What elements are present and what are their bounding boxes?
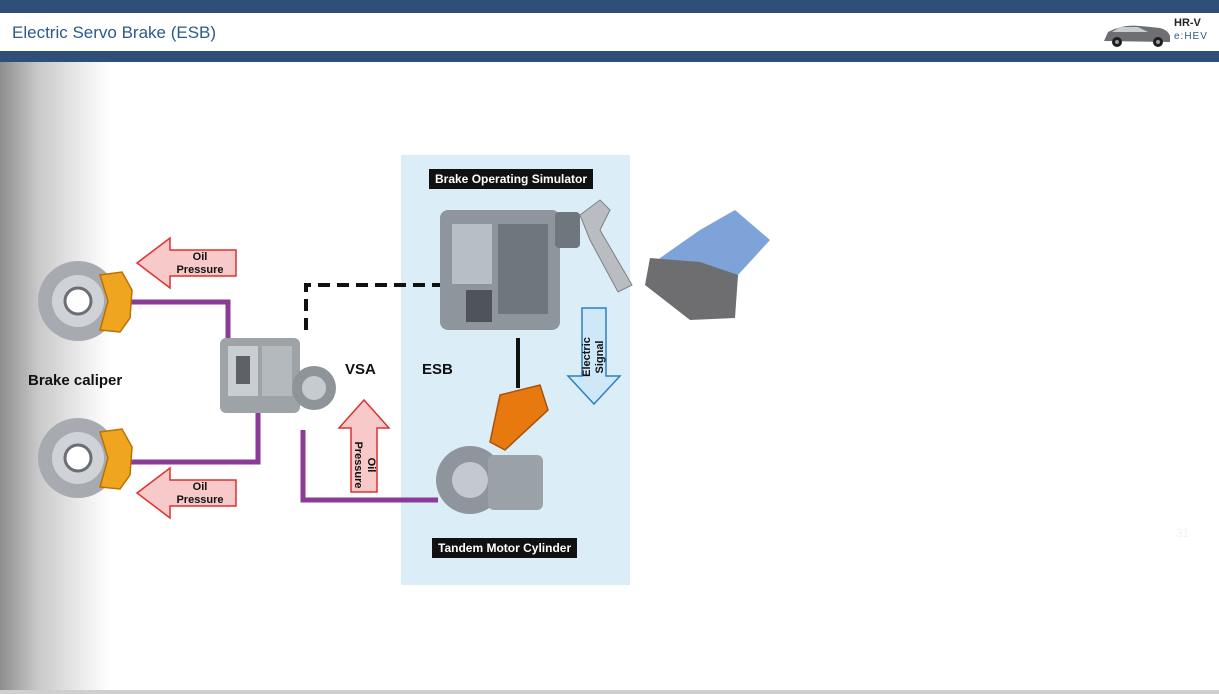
oil-pressure-bottom-text: Oil Pressure bbox=[176, 481, 224, 506]
oil-pressure-arrow-vertical bbox=[337, 398, 391, 493]
esb-label: ESB bbox=[422, 361, 453, 378]
slide-title: Electric Servo Brake (ESB) bbox=[12, 23, 217, 42]
foot-icon bbox=[645, 210, 770, 320]
brake-pedal-icon bbox=[579, 199, 633, 293]
brake-disc-top-icon bbox=[38, 261, 133, 341]
logo-model-text: HR-V bbox=[1174, 17, 1201, 29]
brake-disc-bottom-icon bbox=[38, 418, 133, 498]
oil-pressure-vertical-text: Oil Pressure bbox=[352, 441, 377, 489]
page-number: 31 bbox=[1176, 526, 1190, 540]
brake-operating-simulator-label: Brake Operating Simulator bbox=[429, 169, 594, 189]
oil-pressure-top-text: Oil Pressure bbox=[176, 251, 224, 276]
left-gradient-shade bbox=[0, 62, 110, 694]
oil-pressure-arrow-bottom bbox=[135, 466, 237, 520]
brake-operating-simulator-icon bbox=[440, 210, 580, 330]
tandem-motor-cylinder-icon bbox=[436, 384, 549, 514]
electric-signal-arrow bbox=[566, 307, 622, 406]
brake-caliper-label: Brake caliper bbox=[28, 372, 123, 389]
logo-badge-text: e:HEV bbox=[1174, 31, 1208, 42]
vsa-label: VSA bbox=[345, 361, 376, 378]
car-logo-icon bbox=[1104, 25, 1170, 47]
top-header-bar bbox=[0, 0, 1219, 13]
electric-signal-text: Electric Signal bbox=[581, 337, 606, 377]
bottom-line bbox=[0, 690, 1219, 694]
vsa-module-icon bbox=[220, 338, 336, 413]
signal-dashed-line bbox=[304, 283, 445, 330]
slide-header: Electric Servo Brake (ESB) bbox=[0, 13, 1219, 51]
tandem-motor-cylinder-label: Tandem Motor Cylinder bbox=[432, 538, 578, 558]
header-underline-bar bbox=[0, 51, 1219, 62]
oil-pressure-arrow-top bbox=[135, 236, 237, 290]
hydraulic-lines bbox=[128, 299, 438, 503]
